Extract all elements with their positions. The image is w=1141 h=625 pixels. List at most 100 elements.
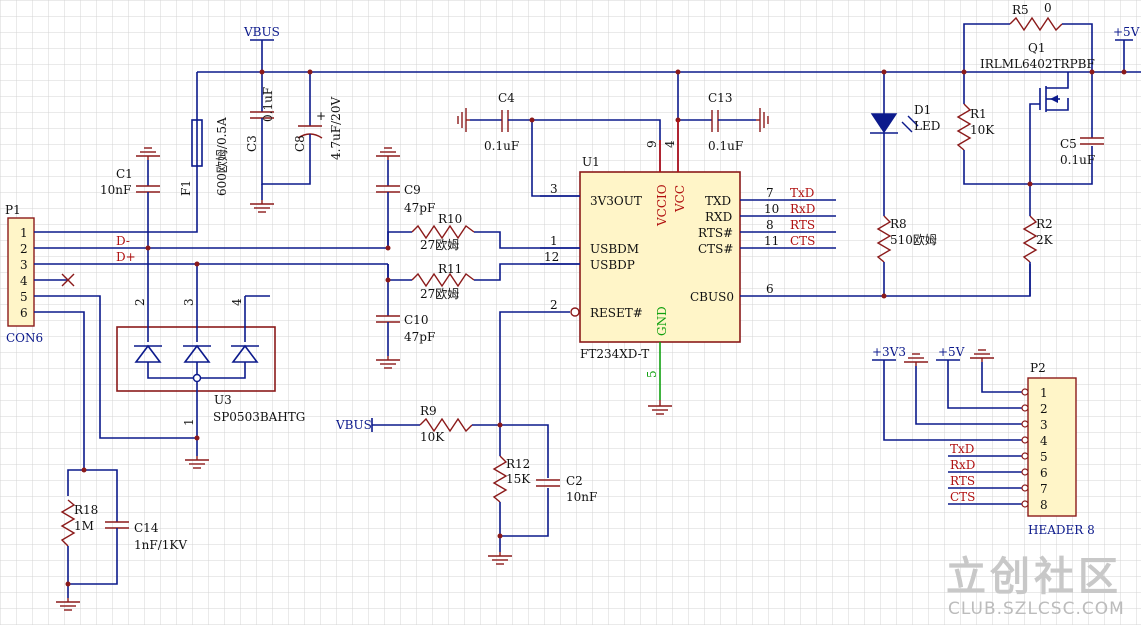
p1-pin-1: 1: [20, 226, 28, 240]
r2-value: 2K: [1036, 233, 1054, 247]
net-dp-label: D+: [116, 250, 136, 264]
watermark-title: 立创社区: [946, 554, 1122, 600]
u1-num-3: 3: [550, 182, 558, 196]
c1-capacitor: [136, 160, 160, 248]
r10-value: 27欧姆: [420, 238, 459, 252]
r12-ref: R12: [506, 457, 530, 471]
r5-value: 0: [1044, 1, 1052, 15]
u1-pin-cts: CTS#: [698, 242, 733, 256]
r1-ref: R1: [970, 107, 987, 121]
net-rxd: RxD: [790, 202, 815, 216]
net-cts: CTS: [790, 234, 815, 248]
p1-pin-3: 3: [20, 258, 28, 272]
f1-value: 600欧姆/0.5A: [215, 117, 229, 196]
p2-pin-7: 7: [1040, 482, 1048, 496]
r5-ref: R5: [1012, 3, 1029, 17]
c13-value: 0.1uF: [708, 139, 743, 153]
u1-part: FT234XD-T: [580, 347, 649, 361]
c3-ref: C3: [245, 135, 259, 152]
f1-ref: F1: [179, 180, 193, 196]
u1-pin-numbers: 3 1 12 2 7 10 8 11 6 9 4 5: [544, 140, 779, 378]
p2-ref: P2: [1030, 361, 1046, 375]
u1-pin-vcc: VCC: [673, 185, 687, 213]
p2-net-txd: TxD: [950, 442, 974, 456]
u1-num-7: 7: [766, 186, 774, 200]
vbus-rail: [197, 39, 1141, 73]
u1-ref: U1: [582, 155, 600, 169]
p2-pin-8: 8: [1040, 498, 1048, 512]
p2-pin-3: 3: [1040, 418, 1048, 432]
u1-num-2: 2: [550, 298, 558, 312]
p2-net-rxd: RxD: [950, 458, 975, 472]
d1-ref: D1: [914, 103, 931, 117]
u1-num-9: 9: [645, 140, 659, 148]
c14-ref: C14: [134, 521, 159, 535]
p2-pin-1: 1: [1040, 386, 1048, 400]
p2-pin-2: 2: [1040, 402, 1048, 416]
p1-ref: P1: [5, 203, 21, 217]
connector-p1: [7, 217, 35, 327]
p1-pin-6: 6: [20, 306, 28, 320]
c8-plus: +: [316, 109, 326, 123]
r10-ref: R10: [438, 212, 462, 226]
u1-num-8: 8: [766, 218, 774, 232]
u3-pin-4: 4: [230, 298, 244, 306]
p2-net-cts: CTS: [950, 490, 975, 504]
u3-pin-2: 2: [133, 298, 147, 306]
c5-ref: C5: [1060, 137, 1077, 151]
c3-capacitor: [250, 72, 311, 200]
u1-pin-rts: RTS#: [698, 226, 733, 240]
u1-chip: [499, 120, 1031, 420]
u1-num-11: 11: [764, 234, 779, 248]
q1-value: IRLML6402TRPBF: [980, 57, 1095, 71]
r11-ref: R11: [438, 262, 462, 276]
c9-value: 47pF: [404, 201, 435, 215]
u1-num-5: 5: [645, 370, 659, 378]
c4-ref: C4: [498, 91, 515, 105]
f1-fuse: [191, 119, 203, 167]
u1-pin-usbdp: USBDP: [590, 258, 635, 272]
c10-ref: C10: [404, 313, 428, 327]
u1-num-1: 1: [550, 234, 558, 248]
vbus-label-r9: VBUS: [335, 418, 372, 432]
p1-pin-numbers: 1 2 3 4 5 6: [20, 226, 28, 320]
u3-ref: U3: [214, 393, 232, 407]
watermark-url: CLUB.SZLCSC.COM: [948, 599, 1125, 619]
p1-pin-2: 2: [20, 242, 28, 256]
q1-ref: Q1: [1028, 41, 1045, 55]
c3-value: 0.1uF: [261, 87, 275, 122]
c9-ref: C9: [404, 183, 421, 197]
p2-net-rts: RTS: [950, 474, 975, 488]
u1-pin-usbdm: USBDM: [590, 242, 639, 256]
c10-value: 47pF: [404, 330, 435, 344]
p1-name: CON6: [6, 331, 43, 345]
r1-value: 10K: [970, 123, 995, 137]
p2-pin-numbers: 1 2 3 4 5 6 7 8: [1040, 386, 1048, 512]
u1-pin-gnd: GND: [655, 306, 669, 336]
u1-pin-cbus0: CBUS0: [690, 290, 734, 304]
c4-value: 0.1uF: [484, 139, 519, 153]
r18-ref: R18: [74, 503, 98, 517]
p2-pin-4: 4: [1040, 434, 1048, 448]
u3-pin-3: 3: [182, 298, 196, 306]
u1-num-12: 12: [544, 250, 559, 264]
c1-value: 10nF: [100, 183, 131, 197]
r9-ref: R9: [420, 404, 437, 418]
u1-pin-3v3out: 3V3OUT: [590, 194, 642, 208]
u3-pin-1: 1: [182, 418, 196, 426]
net-dm-label: D-: [116, 234, 130, 248]
u3-part: SP0503BAHTG: [213, 410, 305, 424]
plus5v-label-top: +5V: [1113, 25, 1140, 39]
plus3v3-label: +3V3: [872, 345, 906, 359]
ground-symbols: [56, 108, 994, 611]
d1-led: [870, 72, 919, 216]
p1-pin-5: 5: [20, 290, 28, 304]
r8-value: 510欧姆: [890, 233, 937, 247]
plus5v-label-p2: +5V: [938, 345, 965, 359]
p2-pin-6: 6: [1040, 466, 1048, 480]
u1-num-4: 4: [663, 140, 677, 148]
c2-value: 10nF: [566, 490, 597, 504]
p1-wires: [34, 72, 388, 470]
u1-pin-reset: RESET#: [590, 306, 643, 320]
